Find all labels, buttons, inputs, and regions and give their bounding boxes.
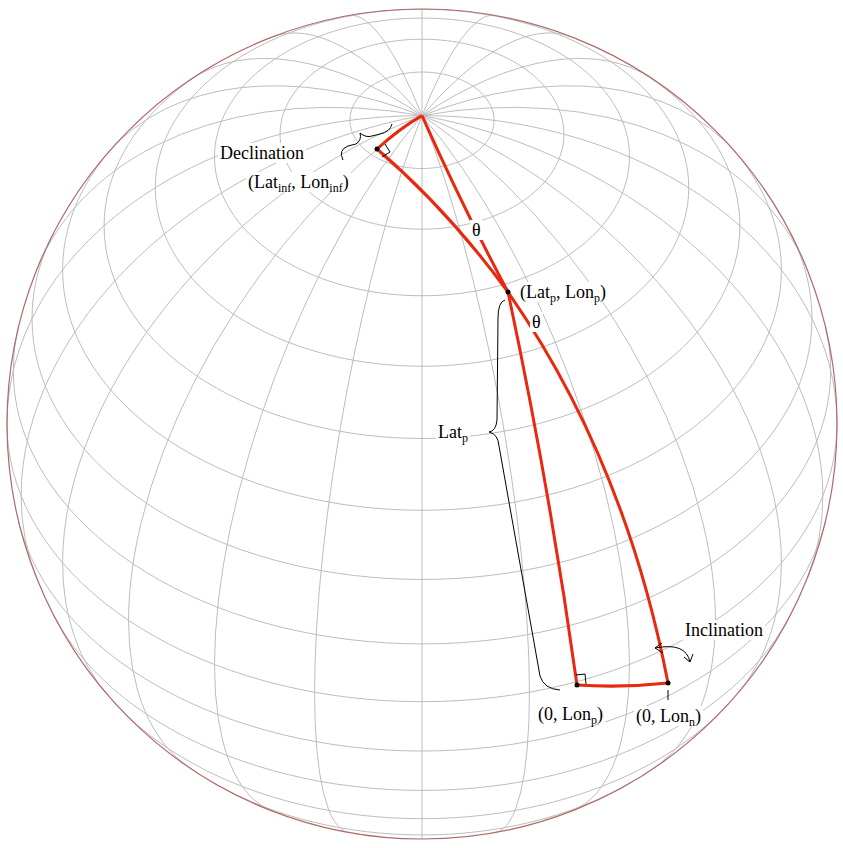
- tick-mark: [668, 690, 669, 700]
- meridian-arc: [508, 292, 577, 685]
- coordinate-label: (Latp, Lonp): [518, 282, 608, 302]
- point-marker: [375, 147, 380, 152]
- great-circle-arc: [508, 292, 668, 683]
- coordinate-label: (0, Lonn): [634, 706, 703, 726]
- point-marker: [575, 683, 580, 688]
- angle-label: Inclination: [683, 620, 765, 640]
- spherical-triangles: [377, 116, 668, 687]
- coordinate-label: (Latinf, Loninf): [246, 172, 351, 192]
- angle-label: θ: [470, 220, 483, 240]
- annotation-marks: [341, 124, 693, 700]
- graticule: [7, 9, 837, 839]
- right-angle-mark: [576, 674, 586, 684]
- angle-label: Declination: [218, 143, 306, 163]
- declination-arc: [377, 116, 422, 149]
- point-marker: [666, 681, 671, 686]
- globe-outline: [7, 9, 837, 839]
- point-marker: [506, 290, 511, 295]
- declination-brace: [341, 124, 392, 160]
- great-circle-arc: [377, 149, 508, 292]
- arrowhead: [655, 643, 663, 653]
- arc-label: Latp: [436, 422, 470, 442]
- equator-arc: [577, 683, 668, 686]
- angle-label: θ: [530, 312, 543, 332]
- latitude-brace: [489, 300, 560, 690]
- inclination-arrow: [655, 647, 690, 662]
- arrowhead: [684, 654, 693, 662]
- right-angle-mark: [382, 144, 390, 157]
- coordinate-label: (0, Lonp): [536, 704, 605, 724]
